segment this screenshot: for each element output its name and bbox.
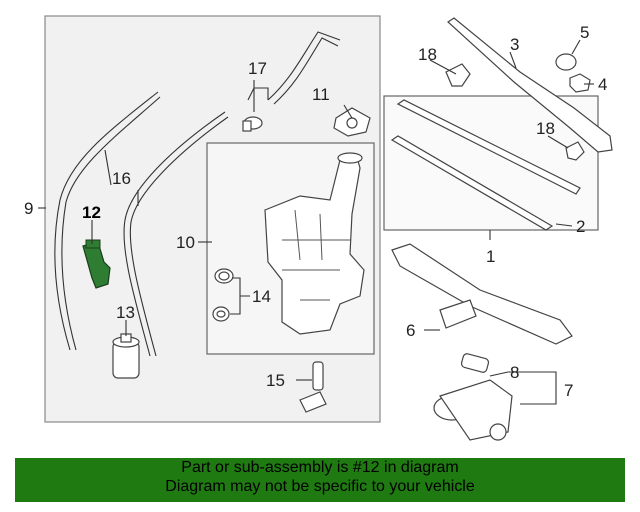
- nut-4: [569, 73, 591, 93]
- callout-17: 17: [248, 59, 267, 78]
- callout-2: 2: [576, 217, 585, 236]
- callout-5: 5: [580, 23, 589, 42]
- leader-lines: [38, 39, 594, 405]
- callout-13: 13: [116, 303, 135, 322]
- arm-cap-18b: [565, 141, 585, 161]
- wiper-linkage-6: [391, 243, 573, 345]
- callout-10: 10: [176, 233, 195, 252]
- callout-18b: 18: [536, 119, 555, 138]
- callout-11: 11: [312, 85, 330, 104]
- washer-pump-12[interactable]: [82, 239, 111, 289]
- callout-12: 12: [82, 203, 101, 222]
- washer-pump-13: [112, 333, 140, 379]
- washer-reservoir-10: [264, 152, 365, 335]
- wiper-motor-7: [433, 379, 513, 441]
- callout-1: 1: [486, 247, 495, 266]
- callout-16: 16: [112, 169, 131, 188]
- callout-3: 3: [510, 35, 519, 54]
- callout-18a: 18: [418, 45, 437, 64]
- arm-cap-18a: [445, 63, 471, 87]
- grommet-14: [212, 268, 234, 322]
- callout-7: 7: [564, 381, 573, 400]
- grommet-11: [333, 107, 371, 137]
- callout-9: 9: [24, 199, 33, 218]
- connector-8: [460, 353, 490, 373]
- callout-15: 15: [266, 371, 285, 390]
- callout-8: 8: [510, 363, 519, 382]
- washer-hose-drawing: [54, 31, 341, 357]
- part-info-line: Part or sub-assembly is #12 in diagram: [181, 459, 459, 476]
- wiper-blade-drawing: [390, 99, 581, 231]
- callout-6: 6: [406, 321, 415, 340]
- level-sensor-15: [299, 361, 327, 413]
- wiper-arm-3: [447, 17, 613, 153]
- callout-4: 4: [598, 75, 607, 94]
- nozzle-connector-17: [242, 116, 263, 132]
- cap-5: [555, 53, 577, 71]
- callout-14: 14: [252, 287, 271, 306]
- part-info-banner: Part or sub-assembly is #12 in diagram D…: [15, 458, 625, 502]
- diagram-disclaimer: Diagram may not be specific to your vehi…: [165, 478, 475, 495]
